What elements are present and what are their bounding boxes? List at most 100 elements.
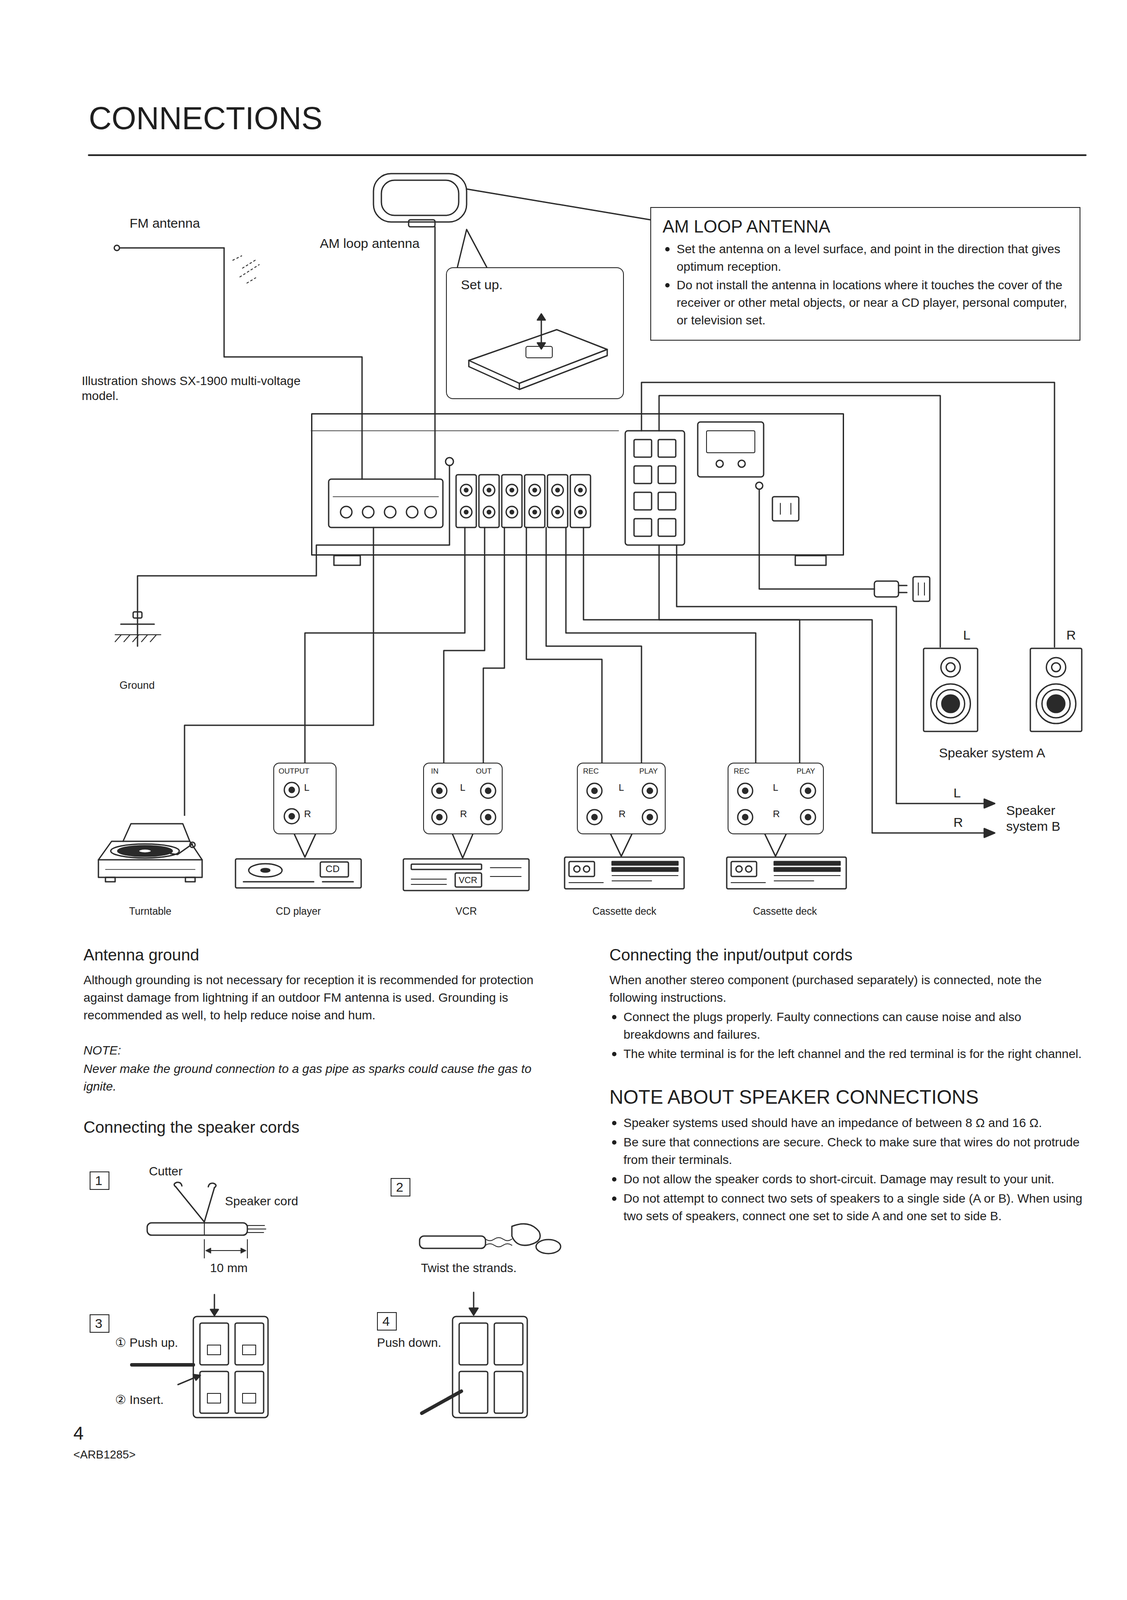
turntable-drawing (189, 841, 196, 848)
node-text: 2 (391, 1178, 408, 1195)
jack-panel-drawing (642, 809, 658, 825)
speaker-drawing (1047, 694, 1066, 713)
caption: Turntable (83, 905, 218, 918)
label: 10 mm (210, 1260, 248, 1276)
receiver-rear-panel-drawing (311, 430, 619, 432)
receiver-feet (333, 555, 827, 566)
step4-illustration (459, 1322, 488, 1365)
node-text: IN (431, 766, 439, 776)
speaker-drawing (1036, 683, 1077, 724)
ground-wire (120, 623, 155, 625)
jack-panel-drawing (742, 814, 748, 820)
turntable-drawing (98, 840, 203, 860)
node-text: R (772, 808, 780, 820)
label: Speaker system A (938, 744, 1046, 761)
jack-panel-drawing (800, 782, 816, 798)
bullet-item: Do not allow the speaker cords to short-… (609, 1170, 1084, 1188)
cassette-deck-drawing (564, 856, 685, 889)
step3-illustration (193, 1373, 201, 1380)
panel-pointers (452, 833, 473, 858)
cassette-deck-drawing (612, 867, 678, 871)
receiver-rear-panel-drawing (501, 474, 522, 528)
node-text: Set up. (460, 276, 503, 293)
receiver-rear-panel-drawing (574, 484, 587, 496)
panel-pointers (294, 833, 787, 858)
node-text: REC (733, 766, 750, 776)
step3-illustration (193, 1315, 269, 1417)
note-text: NOTE: (83, 1041, 551, 1059)
receiver-rear-panel-drawing (574, 506, 587, 518)
cassette-deck-drawing (726, 856, 847, 889)
receiver-rear-panel-drawing (316, 465, 450, 556)
step3-illustration (177, 1376, 197, 1385)
power-cord (898, 585, 907, 593)
bullet-text: Do not attempt to connect two sets of sp… (623, 1189, 1084, 1225)
jack-panel-drawing (480, 809, 496, 825)
node-text: L (772, 781, 779, 794)
bullet-dot (665, 246, 670, 252)
receiver-rear-panel-drawing (487, 488, 491, 492)
receiver-rear-panel-drawing (510, 510, 514, 514)
am-loop-antenna (466, 188, 651, 220)
node-text: PLAY (796, 766, 816, 776)
receiver-rear-panel-drawing (547, 474, 568, 528)
step4-illustration (459, 1370, 488, 1413)
receiver-rear-panel-drawing (445, 457, 454, 466)
bullet-item: Do not install the antenna in locations … (662, 276, 1069, 330)
turntable-drawing (105, 876, 116, 882)
bullet-item: The white terminal is for the left chann… (609, 1044, 1084, 1063)
speaker-drawing (931, 683, 971, 724)
turntable-drawing (138, 848, 152, 853)
label: FM antenna (129, 215, 200, 232)
bullet-text: Be sure that connections are secure. Che… (623, 1133, 1084, 1169)
callout-box-drawing (525, 346, 553, 358)
bullet-dot (612, 1051, 617, 1056)
receiver-rear-panel-drawing (532, 488, 537, 492)
step2-illustration (419, 1235, 486, 1248)
cassette-deck-drawing (731, 875, 841, 883)
step2-illustration (419, 1223, 561, 1254)
node-text: PLAY (639, 766, 658, 776)
jack-panel-drawing (805, 787, 811, 794)
cd-player: CDCD player (234, 854, 363, 890)
speaker-drawing (922, 647, 979, 733)
receiver-rear-panel-drawing (340, 506, 352, 518)
bullet-dot (665, 282, 670, 288)
cord-connector (483, 555, 505, 763)
speaker-drawing (1030, 648, 1082, 732)
jack-panel-drawing (647, 787, 653, 794)
step3-illustration (131, 1362, 194, 1367)
cassette-deck-drawing (745, 865, 752, 872)
cassette-deck-drawing (573, 865, 580, 872)
receiver-rear-panel-drawing (625, 430, 685, 545)
receiver-rear-panel-drawing (551, 506, 564, 518)
receiver-rear-panel-drawing (483, 506, 495, 518)
jack-panel: RECPLAYLR (576, 762, 666, 834)
panel-pointers (764, 833, 787, 856)
speaker-drawing (1046, 657, 1066, 677)
callout-box-drawing (468, 313, 608, 390)
cord-connector (526, 555, 602, 763)
jack-panel-drawing (591, 787, 598, 794)
step-number-box: 2 (390, 1177, 411, 1196)
bullet-item: Set the antenna on a level surface, and … (662, 240, 1069, 276)
node-text: VCR (458, 874, 478, 885)
label: Ground (119, 678, 155, 692)
cord-connector (583, 555, 800, 763)
jack-panel-drawing (587, 809, 602, 825)
paragraph: Although grounding is not necessary for … (83, 971, 551, 1024)
section-heading: NOTE ABOUT SPEAKER CONNECTIONS (609, 1084, 1084, 1109)
cd-player-drawing (235, 858, 362, 888)
receiver-rear-panel-drawing (333, 496, 439, 497)
power-cord (759, 555, 930, 602)
step1-illustration (175, 1186, 215, 1222)
bullet-text: Connect the plugs properly. Faulty conne… (623, 1007, 1084, 1044)
node-text: OUT (475, 766, 492, 776)
receiver-rear-panel-drawing (658, 492, 676, 510)
receiver-rear-panel-drawing (510, 488, 514, 492)
step4-illustration (421, 1390, 462, 1413)
caption: VCR (402, 905, 530, 918)
fm-antenna (114, 245, 120, 251)
receiver-rear-panel-drawing (641, 413, 677, 556)
fm-antenna (114, 245, 363, 414)
